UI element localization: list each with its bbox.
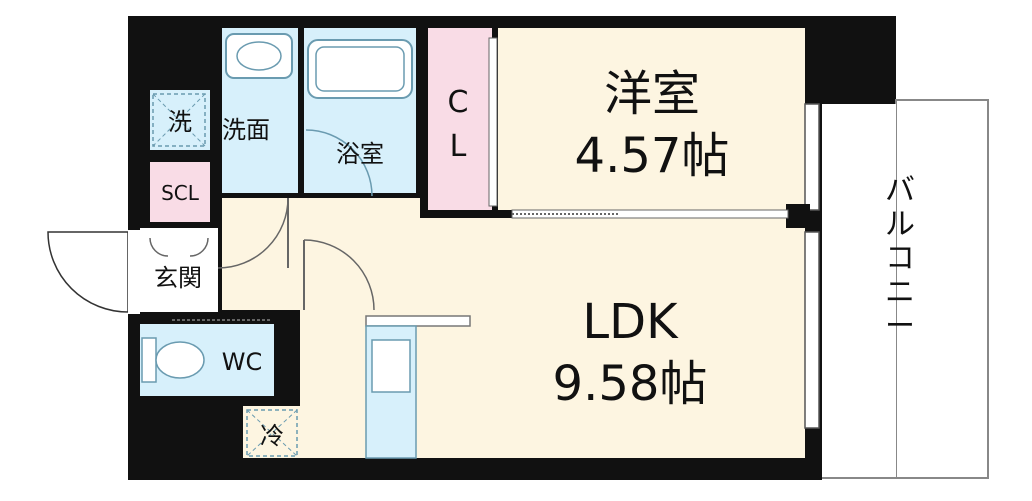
shoe-closet-door-2 <box>189 237 209 257</box>
western-room-floor <box>498 28 805 210</box>
washer-area <box>150 90 210 150</box>
ldk-size: 9.58帖 <box>553 356 708 412</box>
bathtub-inner <box>315 46 405 92</box>
balcony-floor <box>822 104 896 478</box>
fridge-box <box>246 409 298 457</box>
wall-cap-right <box>808 16 896 104</box>
toilet-label: WC <box>222 348 263 376</box>
toilet-tank <box>141 337 157 383</box>
shoe-closet-floor <box>150 162 210 222</box>
entrance-step <box>140 228 218 312</box>
kitchen-sink <box>371 339 411 393</box>
shoe-closet-label: SCL <box>161 181 200 205</box>
window-western-room <box>804 103 820 211</box>
basin-bowl <box>236 41 282 71</box>
washer-box <box>152 93 206 147</box>
bathroom-label: 浴室 <box>336 140 384 168</box>
wall-pillar <box>786 204 810 228</box>
western-room-size: 4.57帖 <box>575 128 730 184</box>
balcony-label: バルコニー <box>885 173 915 344</box>
fridge-diag-2 <box>246 409 298 457</box>
closet-label-c: C <box>448 85 469 120</box>
closet-floor <box>428 28 492 210</box>
shoe-closet-door-1 <box>149 237 169 257</box>
kitchen-counter <box>365 315 471 327</box>
washroom-label: 洗面 <box>222 116 270 144</box>
washer-diag-2 <box>152 93 206 147</box>
window-ldk <box>804 231 820 429</box>
fridge-label: 冷 <box>260 422 284 450</box>
fridge-diag-1 <box>246 409 298 457</box>
ldk-floor <box>300 198 805 458</box>
balcony <box>895 99 989 479</box>
ldk-name: LDK <box>582 294 679 350</box>
closet-door <box>488 37 498 207</box>
ldk-door-swing <box>303 239 375 311</box>
entrance-opening <box>128 230 140 314</box>
entrance-label: 玄関 <box>154 264 202 292</box>
western-room-name: 洋室 <box>604 66 700 122</box>
washer-label: 洗 <box>168 108 192 136</box>
entrance-door-swing <box>47 231 129 313</box>
bathroom-door-swing <box>305 129 373 197</box>
closet-label-l: L <box>450 129 467 164</box>
toilet-bowl <box>155 341 205 379</box>
washroom-door-swing <box>217 197 289 269</box>
